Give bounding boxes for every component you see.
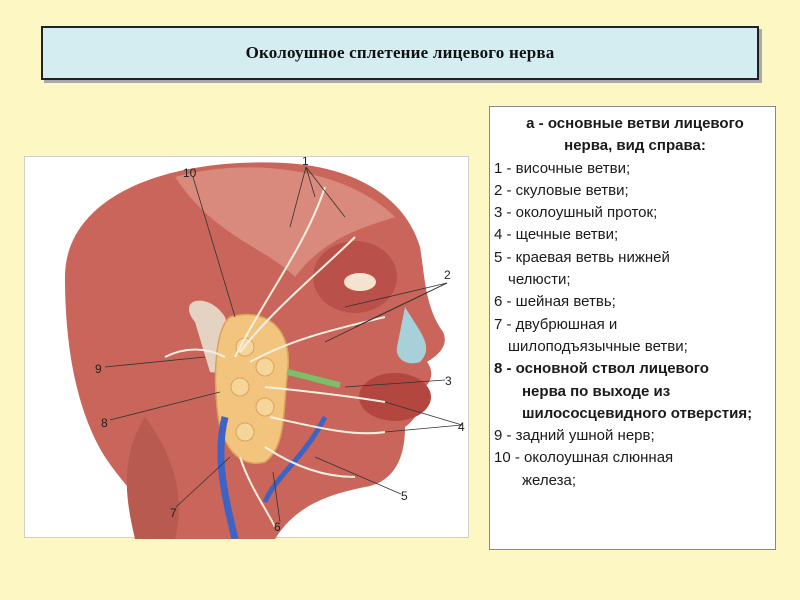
figure-label-4: 4 — [458, 420, 465, 434]
figure-label-2: 2 — [444, 268, 451, 282]
figure-label-5: 5 — [401, 489, 408, 503]
legend-item-4: 4 - щечные ветви; — [494, 226, 619, 244]
figure-label-9: 9 — [95, 362, 102, 376]
figure-label-8: 8 — [101, 416, 108, 430]
legend-item-3: 3 - околоушный проток; — [494, 204, 658, 222]
legend-item-10: 10 - околоушная слюнная — [494, 449, 674, 467]
facial-nerve-illustration: 1 2 3 4 5 6 7 8 9 10 — [65, 157, 465, 539]
legend-item-1: 1 - височные ветви; — [494, 159, 631, 177]
legend-item-7-cont: шилоподъязычные ветви; — [508, 337, 688, 355]
legend-item-10-cont: железа; — [522, 471, 577, 489]
legend-heading: а - основные ветви лицевого нерва, вид с… — [526, 115, 744, 155]
page-title: Околоушное сплетение лицевого нерва — [245, 43, 555, 62]
title-banner: Околоушное сплетение лицевого нерва — [41, 26, 759, 80]
legend-item-8: 8 - основной ствол лицевого — [494, 360, 709, 378]
legend-item-7: 7 - двубрюшная и — [494, 315, 618, 333]
legend-panel — [489, 106, 776, 550]
figure-label-6: 6 — [274, 520, 281, 534]
figure-label-7: 7 — [170, 506, 177, 520]
legend-item-2: 2 - скуловые ветви; — [494, 181, 629, 199]
legend-item-5-cont: челюсти; — [508, 271, 571, 289]
nose — [396, 307, 427, 364]
retromandibular-vein — [217, 416, 239, 539]
legend-item-6: 6 - шейная ветвь; — [494, 293, 616, 311]
forehead-muscle — [175, 167, 395, 277]
figure-label-3: 3 — [445, 374, 452, 388]
legend-item-8-cont: нерва по выходе из шилососцевидного отве… — [522, 382, 753, 422]
eye — [344, 273, 376, 291]
parotid-duct — [286, 369, 341, 388]
anatomy-figure: 1 2 3 4 5 6 7 8 9 10 — [24, 156, 469, 539]
nerve-branches — [164, 186, 386, 528]
orbicularis-oris — [359, 373, 431, 421]
figure-label-10: 10 — [183, 166, 197, 180]
legend-text: а - основные ветви лицевого нерва, вид с… — [494, 113, 776, 492]
neck-muscle — [126, 417, 179, 539]
facial-vein — [262, 415, 328, 504]
legend-item-9: 9 - задний ушной нерв; — [494, 427, 655, 445]
legend-item-5: 5 - краевая ветвь нижней — [494, 248, 670, 266]
figure-label-1: 1 — [302, 157, 309, 168]
leader-lines — [104, 166, 463, 523]
